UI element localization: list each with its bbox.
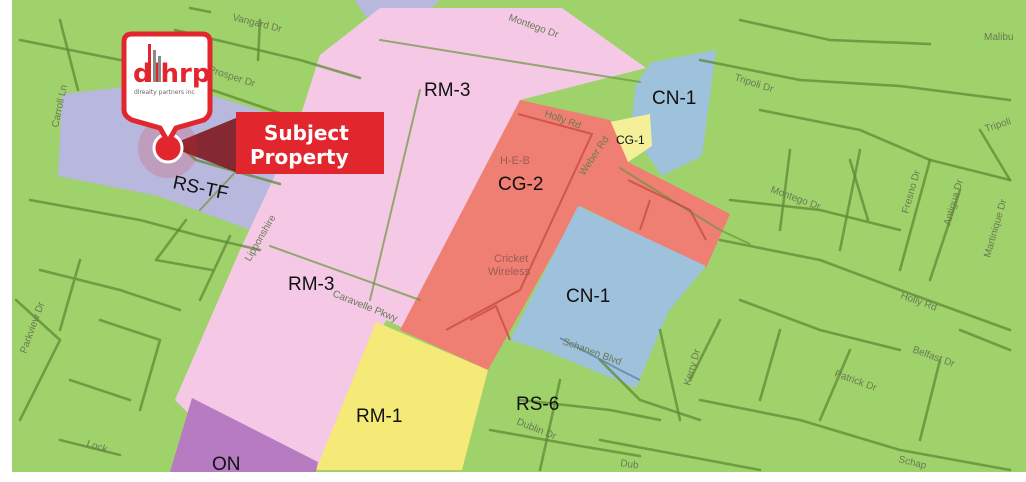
street-label-malibu: Malibu <box>984 32 1013 43</box>
logo-bar-1 <box>148 44 151 82</box>
poi-cricket-line1: Cricket <box>494 253 528 265</box>
zone-label-rs6: RS-6 <box>516 394 559 415</box>
zone-label-cn1-main: CN-1 <box>566 286 610 307</box>
zone-label-rm1: RM-1 <box>356 406 402 427</box>
zone-rm3 <box>175 8 646 470</box>
callout-line1: Subject <box>264 121 349 145</box>
subject-property-callout[interactable]: Subject Property <box>236 112 384 174</box>
poi-cricket-line2: Wireless <box>488 266 531 278</box>
logo-bar-3 <box>158 56 161 82</box>
zone-label-rm3-top: RM-3 <box>424 80 470 101</box>
zone-cg2 <box>400 100 730 370</box>
callout-box <box>236 112 384 174</box>
zone-label-cg2: CG-2 <box>498 174 543 195</box>
parcel-lines <box>445 113 707 341</box>
logo-bar-2 <box>153 50 156 82</box>
zone-rm1 <box>316 322 488 470</box>
logo-mark: dlhrp <box>133 59 210 89</box>
zone-label-rm3-left: RM-3 <box>288 274 334 295</box>
location-pin-icon <box>121 31 213 148</box>
logo-tagline: dlrealty partners inc <box>134 89 195 96</box>
street-label-dub: Dub <box>620 458 640 472</box>
bottom-frame <box>0 472 1026 482</box>
zone-label-cn1-top: CN-1 <box>652 88 696 109</box>
logo: dlhrp dlrealty partners inc <box>133 44 210 96</box>
zone-on <box>170 398 318 472</box>
street-network <box>14 6 1012 472</box>
subject-property-marker[interactable]: dlhrp dlrealty partners inc <box>121 31 236 178</box>
parcel-lines-blue <box>559 337 641 381</box>
callout-line2: Property <box>250 145 349 169</box>
zone-label-cg1: CG-1 <box>616 133 645 147</box>
left-frame <box>0 0 12 482</box>
zone-cn1-main <box>510 206 706 388</box>
poi-heb: H-E-B <box>500 155 530 167</box>
callout-pointer <box>168 118 236 172</box>
zone-label-on: ON <box>212 454 241 475</box>
